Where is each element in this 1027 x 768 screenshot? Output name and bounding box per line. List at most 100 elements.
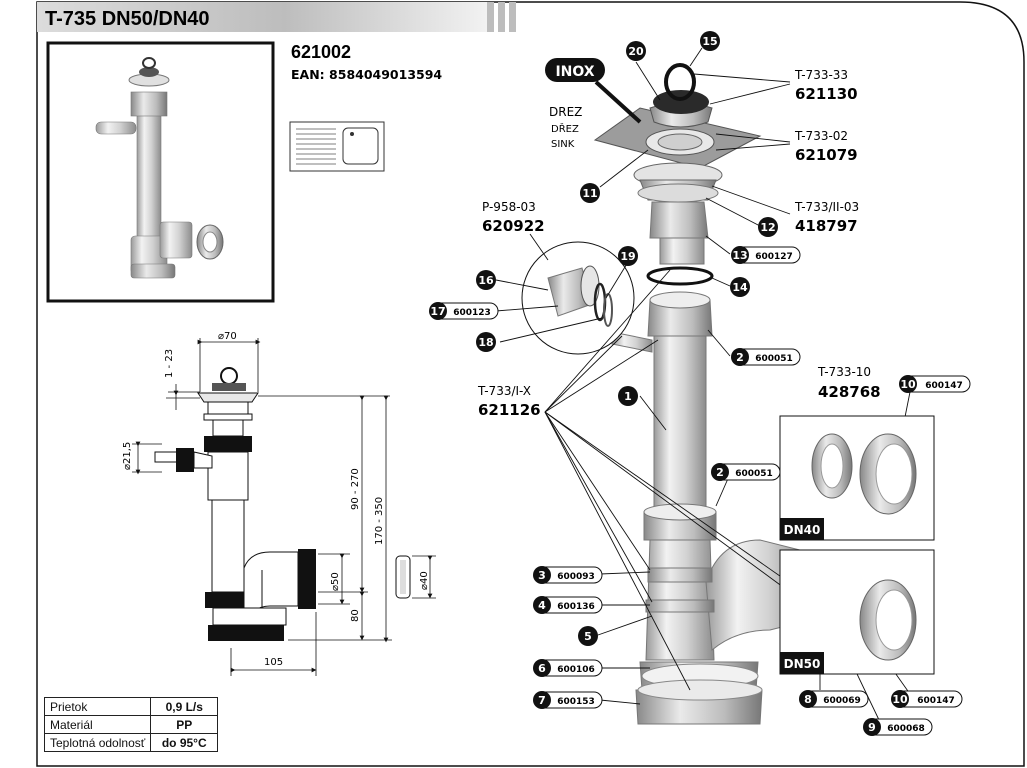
ref-type: T-733/II-03 (794, 200, 859, 214)
svg-text:600127: 600127 (755, 252, 793, 262)
svg-text:2: 2 (736, 351, 744, 364)
svg-text:19: 19 (620, 250, 635, 263)
ref-code: 621079 (795, 146, 858, 164)
page-frame (36, 1, 1025, 767)
svg-text:18: 18 (478, 336, 493, 349)
svg-text:13: 13 (732, 249, 747, 262)
svg-text:600147: 600147 (917, 696, 955, 706)
svg-text:11: 11 (582, 187, 597, 200)
svg-text:600051: 600051 (735, 469, 773, 479)
ean-label: EAN: 8584049013594 (291, 67, 442, 82)
svg-text:7: 7 (538, 694, 546, 707)
callout-coded: 4 600136 (533, 596, 603, 614)
callout: 5 (578, 626, 598, 646)
svg-text:4: 4 (538, 599, 546, 612)
svg-text:20: 20 (628, 45, 644, 58)
dim-d21-5: ⌀21,5 (122, 442, 133, 470)
callout-coded: 10 600147 (891, 690, 963, 708)
ref-type: T-733-10 (817, 365, 871, 379)
technical-drawing: ⌀70 1 - 23 ⌀21,5 90 - 270 170 - 350 ⌀50 … (122, 331, 436, 676)
svg-text:9: 9 (868, 721, 876, 734)
header-bar: T-735 DN50/DN40 (37, 2, 516, 32)
svg-text:600147: 600147 (925, 381, 963, 391)
svg-text:600136: 600136 (557, 602, 595, 612)
ref-type: T-733-02 (794, 129, 848, 143)
page-title: T-735 DN50/DN40 (45, 8, 210, 30)
svg-text:INOX: INOX (555, 64, 594, 80)
dim-170-350: 170 - 350 (374, 497, 385, 545)
callout: 19 (618, 246, 638, 266)
callout: 15 (700, 31, 720, 51)
svg-text:16: 16 (478, 274, 494, 287)
callout: 12 (758, 217, 778, 237)
svg-text:1: 1 (624, 390, 632, 403)
svg-text:600051: 600051 (755, 354, 793, 364)
dim-80: 80 (350, 609, 361, 622)
sink-label-sk: DREZ (549, 105, 582, 119)
sink-label-cz: DŘEZ (551, 122, 579, 135)
product-photo (46, 41, 275, 303)
dim-105: 105 (264, 657, 283, 668)
spec-value: PP (150, 715, 219, 734)
svg-text:600153: 600153 (557, 697, 595, 707)
ref-code: 428768 (818, 383, 881, 401)
spec-value: 0,9 L/s (150, 697, 219, 716)
svg-text:600106: 600106 (557, 665, 595, 675)
ref-code: 621126 (478, 401, 541, 419)
svg-text:6: 6 (538, 662, 546, 675)
inox-badge: INOX (545, 58, 642, 124)
callout-coded: 6 600106 (533, 659, 603, 677)
ref-code: 620922 (482, 217, 545, 235)
svg-text:5: 5 (584, 630, 592, 643)
callout-coded: 2 600051 (711, 463, 781, 481)
ref-code: 418797 (795, 217, 858, 235)
callout-coded: 9 600068 (863, 718, 933, 736)
ref-code: 621130 (795, 85, 858, 103)
ref-type: T-733-33 (794, 68, 848, 82)
callout: 20 (626, 41, 646, 61)
svg-text:8: 8 (804, 693, 812, 706)
callout: 11 (580, 183, 600, 203)
callout-coded: 3 600093 (533, 566, 603, 584)
ref-type: P-958-03 (482, 200, 536, 214)
dim-1-23: 1 - 23 (164, 349, 175, 378)
callout: 1 (618, 386, 638, 406)
exploded-view (521, 63, 854, 725)
svg-text:DN50: DN50 (784, 657, 821, 671)
dim-d50: ⌀50 (330, 572, 341, 591)
dim-d40: ⌀40 (419, 571, 430, 590)
svg-text:600069: 600069 (823, 696, 861, 706)
callout-coded: 10 600147 (899, 375, 971, 393)
svg-text:3: 3 (538, 569, 546, 582)
spec-value: do 95°C (150, 733, 219, 752)
svg-text:2: 2 (716, 466, 724, 479)
svg-text:12: 12 (760, 221, 775, 234)
svg-text:600123: 600123 (453, 308, 491, 318)
svg-text:600068: 600068 (887, 724, 925, 734)
callout: 16 (476, 270, 496, 290)
spec-label: Materiál (43, 715, 152, 734)
sink-icon (289, 121, 385, 172)
ref-type: T-733/I-X (477, 384, 531, 398)
svg-text:10: 10 (900, 378, 916, 391)
callout-coded: 13 600127 (731, 246, 801, 264)
part-references: T-733-33 621130 T-733-02 621079 T-733/II… (477, 68, 881, 419)
dn40-box: DN40 (779, 415, 935, 541)
spec-label: Prietok (43, 697, 152, 716)
callout-coded: 2 600051 (731, 348, 801, 366)
dn50-box: DN50 (779, 549, 935, 675)
callout: 18 (476, 332, 496, 352)
svg-text:600093: 600093 (557, 572, 595, 582)
callout: 14 (730, 277, 750, 297)
spec-label: Teplotná odolnosť (43, 733, 152, 752)
svg-text:DN40: DN40 (784, 523, 821, 537)
svg-text:10: 10 (892, 693, 908, 706)
sink-label-en: SINK (551, 139, 575, 150)
callout-coded: 7 600153 (533, 691, 603, 709)
dim-d70: ⌀70 (218, 331, 237, 342)
